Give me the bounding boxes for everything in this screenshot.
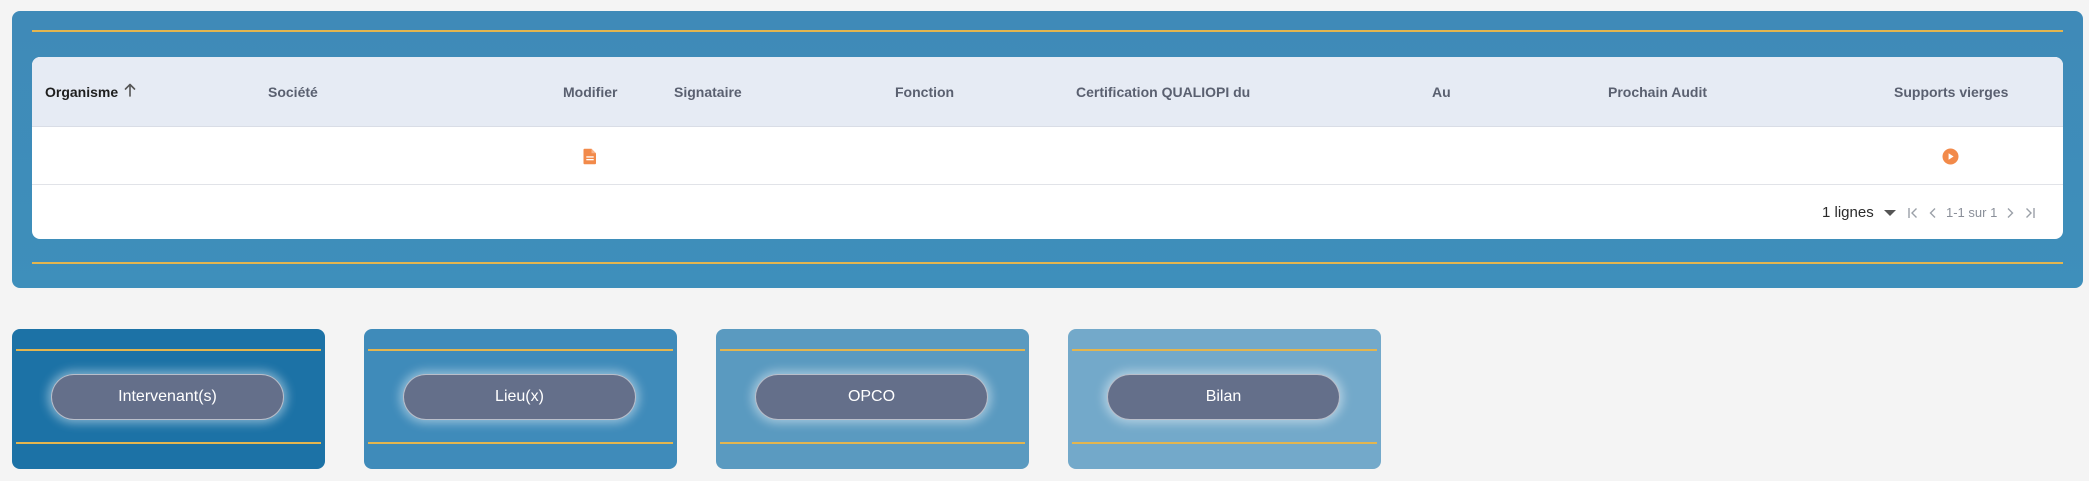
panel-bottom-divider — [32, 262, 2063, 264]
intervenants-button[interactable]: Intervenant(s) — [51, 374, 284, 420]
main-panel: Organisme Société Modifier Signataire Fo… — [12, 11, 2083, 288]
rows-per-page-select[interactable]: 1 lignes — [1822, 186, 1896, 239]
pager: 1-1 sur 1 — [1906, 186, 2037, 239]
card-top-divider — [720, 349, 1025, 351]
column-header-prochain-audit[interactable]: Prochain Audit — [1608, 84, 1708, 100]
nav-card-lieux: Lieu(x) — [364, 329, 677, 469]
column-header-supports-vierges[interactable]: Supports vierges — [1894, 84, 2009, 100]
table-row — [32, 128, 2063, 185]
nav-card-opco: OPCO — [716, 329, 1029, 469]
data-table: Organisme Société Modifier Signataire Fo… — [32, 57, 2063, 239]
nav-card-bilan: Bilan — [1068, 329, 1381, 469]
table-pagination: 1 lignes 1-1 sur 1 — [32, 186, 2063, 239]
page-range: 1-1 sur 1 — [1946, 205, 1998, 220]
panel-top-divider — [32, 30, 2063, 32]
document-edit-icon[interactable] — [583, 148, 597, 170]
sort-ascending-icon[interactable] — [124, 57, 136, 127]
table-header: Organisme Société Modifier Signataire Fo… — [32, 57, 2063, 127]
next-page-icon[interactable] — [2003, 206, 2017, 220]
column-header-modifier[interactable]: Modifier — [563, 84, 618, 100]
column-header-fonction[interactable]: Fonction — [895, 84, 955, 100]
card-bottom-divider — [720, 442, 1025, 444]
card-top-divider — [368, 349, 673, 351]
card-bottom-divider — [1072, 442, 1377, 444]
chevron-down-icon — [1883, 209, 1896, 216]
column-header-societe[interactable]: Société — [268, 84, 318, 100]
card-top-divider — [16, 349, 321, 351]
column-header-organisme[interactable]: Organisme — [45, 57, 136, 127]
play-circle-icon[interactable] — [1942, 148, 1959, 170]
column-header-certification-du[interactable]: Certification QUALIOPI du — [1076, 84, 1251, 100]
opco-button[interactable]: OPCO — [755, 374, 988, 420]
lieux-button[interactable]: Lieu(x) — [403, 374, 636, 420]
bilan-button[interactable]: Bilan — [1107, 374, 1340, 420]
nav-card-intervenants: Intervenant(s) — [12, 329, 325, 469]
first-page-icon[interactable] — [1906, 206, 1920, 220]
card-bottom-divider — [368, 442, 673, 444]
card-top-divider — [1072, 349, 1377, 351]
last-page-icon[interactable] — [2023, 206, 2037, 220]
previous-page-icon[interactable] — [1926, 206, 1940, 220]
card-bottom-divider — [16, 442, 321, 444]
column-header-au[interactable]: Au — [1432, 84, 1451, 100]
column-header-signataire[interactable]: Signataire — [674, 84, 742, 100]
